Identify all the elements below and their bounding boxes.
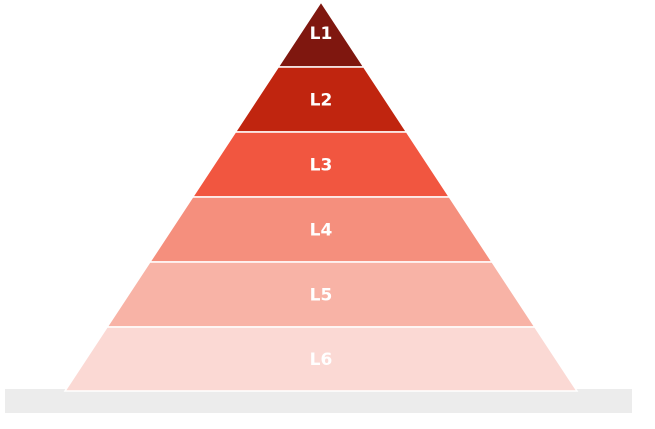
pyramid-level-2-label: L2: [310, 91, 333, 111]
pyramid-level-4-label: L4: [310, 221, 333, 241]
pyramid-level-3-label: L3: [310, 156, 333, 176]
pyramid-level-5-label: L5: [310, 286, 333, 306]
pyramid-level-6-label: L6: [310, 350, 333, 370]
pyramid-level-6: [63, 326, 579, 392]
pyramid-base-strip: [5, 389, 632, 413]
pyramid-level-1-label: L1: [310, 24, 333, 44]
